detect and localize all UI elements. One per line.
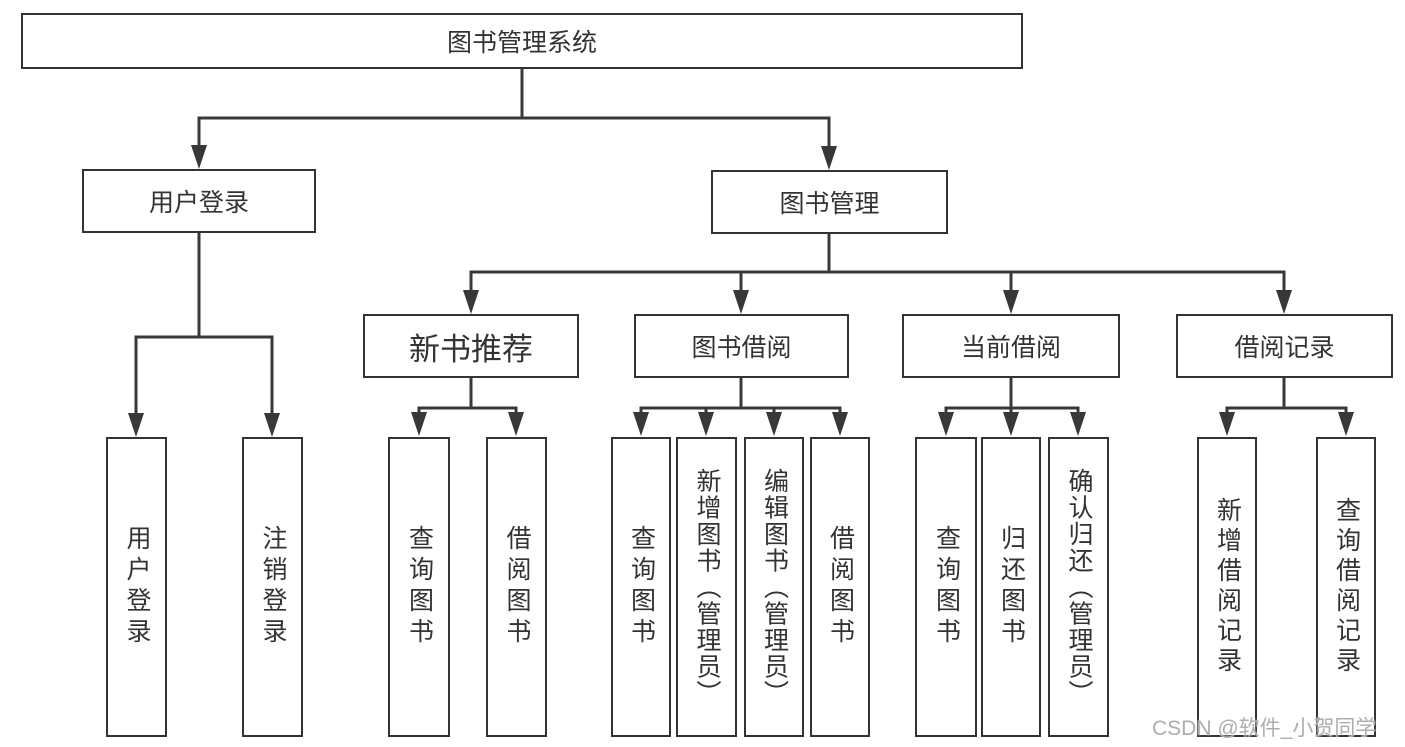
node-current-borrowing: 当前借阅 [902, 314, 1120, 378]
leaf-borrow-books-recommend: 借阅图书 [486, 437, 547, 737]
node-root-label: 图书管理系统 [446, 29, 597, 57]
leaf-user-login: 用户登录 [106, 437, 167, 737]
leaf-query-books-current-label: 查询图书 [932, 525, 961, 649]
leaf-edit-books-admin: 编辑图书（管理员） [744, 437, 804, 737]
leaf-return-books: 归还图书 [981, 437, 1041, 737]
node-new-book-recommend-label: 新书推荐 [409, 331, 533, 367]
leaf-return-books-label: 归还图书 [997, 525, 1026, 649]
node-book-management-label: 图书管理 [779, 190, 880, 218]
leaf-query-books-borrowing: 查询图书 [611, 437, 671, 737]
node-root: 图书管理系统 [21, 13, 1023, 69]
leaf-add-books-admin-label: 新增图书（管理员） [693, 467, 721, 707]
node-borrowing-records: 借阅记录 [1176, 314, 1393, 378]
leaf-confirm-return-admin: 确认归还（管理员） [1048, 437, 1109, 737]
node-book-borrowing-label: 图书借阅 [691, 334, 792, 362]
leaf-query-books-current: 查询图书 [915, 437, 977, 737]
node-borrowing-records-label: 借阅记录 [1234, 334, 1335, 362]
leaf-query-borrow-record-label: 查询借阅记录 [1332, 497, 1361, 677]
watermark: CSDN @软件_小贺同学 [1152, 717, 1377, 740]
leaf-logout: 注销登录 [242, 437, 303, 737]
node-book-management: 图书管理 [711, 170, 948, 234]
leaf-add-borrow-record: 新增借阅记录 [1197, 437, 1257, 737]
leaf-logout-label: 注销登录 [259, 525, 287, 649]
node-book-borrowing: 图书借阅 [634, 314, 849, 378]
leaf-confirm-return-admin-label: 确认归还（管理员） [1065, 467, 1093, 707]
node-user-login: 用户登录 [82, 169, 316, 233]
leaf-add-borrow-record-label: 新增借阅记录 [1213, 497, 1242, 677]
leaf-user-login-label: 用户登录 [123, 525, 151, 649]
node-new-book-recommend: 新书推荐 [363, 314, 579, 378]
leaf-edit-books-admin-label: 编辑图书（管理员） [760, 467, 789, 707]
leaf-query-borrow-record: 查询借阅记录 [1316, 437, 1376, 737]
node-user-login-label: 用户登录 [148, 189, 249, 217]
node-current-borrowing-label: 当前借阅 [960, 334, 1061, 362]
leaf-query-books-borrowing-label: 查询图书 [627, 525, 656, 649]
leaf-query-books-recommend-label: 查询图书 [405, 525, 434, 649]
leaf-borrow-books-borrowing: 借阅图书 [810, 437, 870, 737]
leaf-borrow-books-borrowing-label: 借阅图书 [826, 525, 855, 649]
leaf-add-books-admin: 新增图书（管理员） [676, 437, 737, 737]
leaf-borrow-books-recommend-label: 借阅图书 [503, 525, 531, 649]
leaf-query-books-recommend: 查询图书 [388, 437, 450, 737]
